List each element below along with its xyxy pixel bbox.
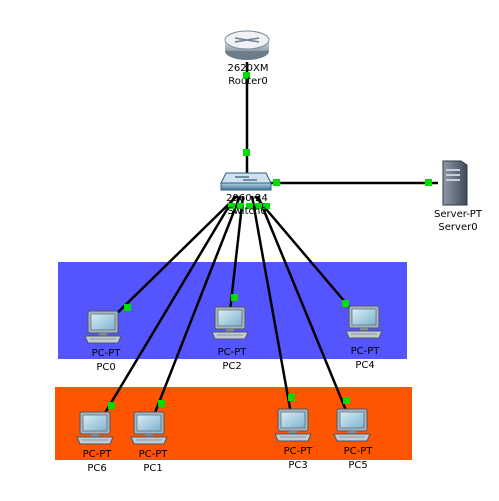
pc6-device[interactable] (76, 411, 114, 445)
pc1-model-label: PC-PT (138, 449, 168, 460)
link-switch-pc6[interactable] (94, 195, 237, 429)
switch-device[interactable] (220, 172, 272, 191)
pc0-device[interactable] (84, 310, 122, 344)
pc4-model-label: PC-PT (350, 346, 380, 357)
switch-model-label: 2960-24 (226, 193, 268, 204)
pc2-device[interactable] (211, 306, 249, 340)
link-switch-pc5[interactable] (256, 195, 354, 426)
switch-name-label: Switch0 (227, 206, 267, 217)
pc2-model-label: PC-PT (217, 347, 247, 358)
pc4-device[interactable] (345, 305, 383, 339)
pc1-device[interactable] (130, 411, 168, 445)
pc1-name-label: PC1 (143, 463, 163, 474)
pc0-model-label: PC-PT (91, 348, 121, 359)
router-name-label: Router0 (228, 76, 268, 87)
server-device[interactable] (442, 160, 468, 206)
pc0-name-label: PC0 (96, 362, 116, 373)
server-name-label: Server0 (438, 222, 478, 233)
router-device[interactable] (224, 30, 270, 60)
pc6-name-label: PC6 (87, 463, 107, 474)
pc4-name-label: PC4 (355, 360, 375, 371)
pc6-model-label: PC-PT (82, 449, 112, 460)
pc5-name-label: PC5 (348, 460, 368, 471)
link-lights (108, 72, 432, 409)
link-switch-pc1[interactable] (147, 195, 242, 429)
server-model-label: Server-PT (434, 209, 482, 220)
pc3-name-label: PC3 (288, 460, 308, 471)
pc3-model-label: PC-PT (283, 446, 313, 457)
link-switch-pc3[interactable] (250, 195, 295, 426)
pc5-model-label: PC-PT (343, 446, 373, 457)
pc5-device[interactable] (333, 408, 371, 442)
pc3-device[interactable] (274, 408, 312, 442)
pc2-name-label: PC2 (222, 361, 242, 372)
router-model-label: 2620XM (227, 63, 269, 74)
